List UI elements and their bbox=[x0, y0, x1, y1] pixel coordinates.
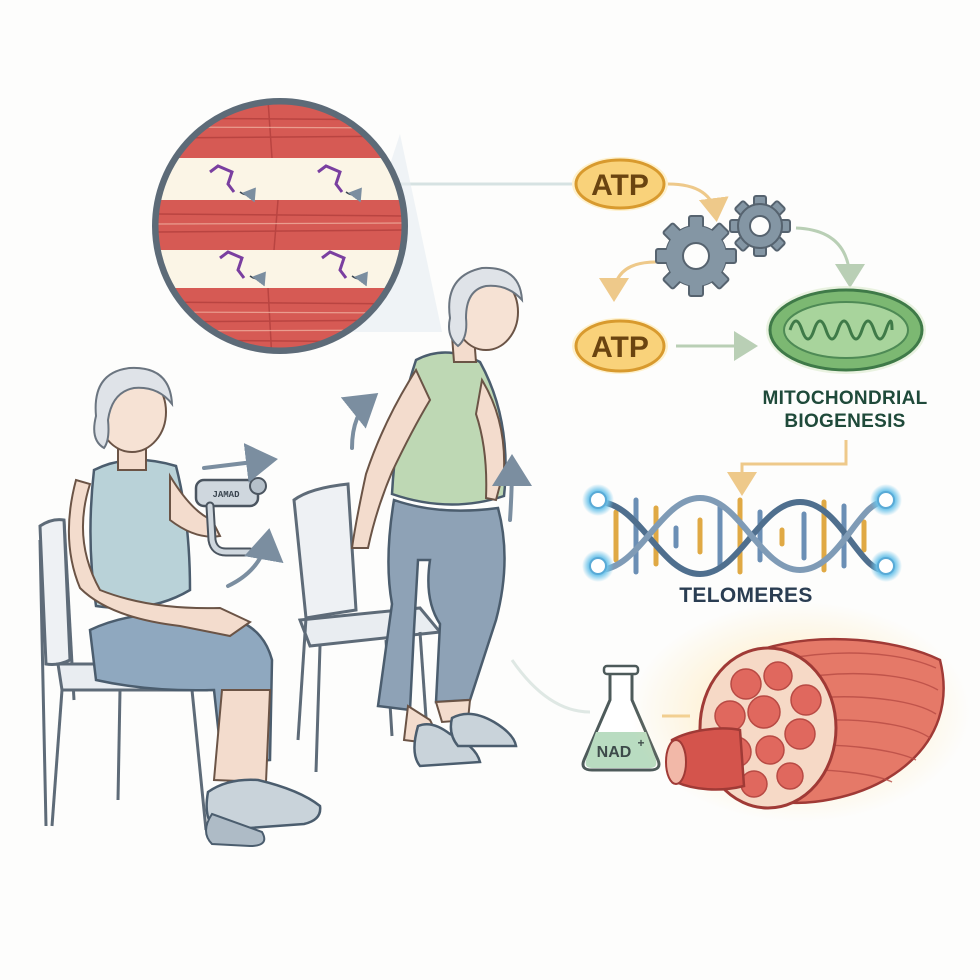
atp-top-badge: ATP bbox=[572, 157, 668, 211]
myosin-heads bbox=[209, 164, 348, 279]
muscle-fiber-magnifier bbox=[152, 98, 408, 354]
device-label: JAMAD bbox=[212, 490, 240, 500]
dna-helix bbox=[582, 484, 902, 582]
mitochondrion bbox=[766, 286, 926, 374]
mito-label-line1: MITOCHONDRIAL bbox=[762, 388, 927, 409]
motion-arrows bbox=[202, 392, 532, 588]
handgrip-device: JAMAD bbox=[194, 477, 267, 557]
nad-label: NAD bbox=[597, 744, 632, 761]
atp-mid-badge: ATP bbox=[572, 318, 668, 374]
atp-mid-label: ATP bbox=[591, 331, 649, 364]
standing-woman bbox=[350, 266, 524, 768]
muscle-cross-section bbox=[630, 602, 970, 822]
mito-label-line2: BIOGENESIS bbox=[784, 411, 905, 432]
seated-woman bbox=[67, 366, 322, 848]
atp-top-label: ATP bbox=[591, 169, 649, 202]
telomeres-label: TELOMERES bbox=[679, 584, 812, 607]
connector-lines bbox=[390, 182, 865, 718]
gear-icon bbox=[655, 195, 791, 297]
